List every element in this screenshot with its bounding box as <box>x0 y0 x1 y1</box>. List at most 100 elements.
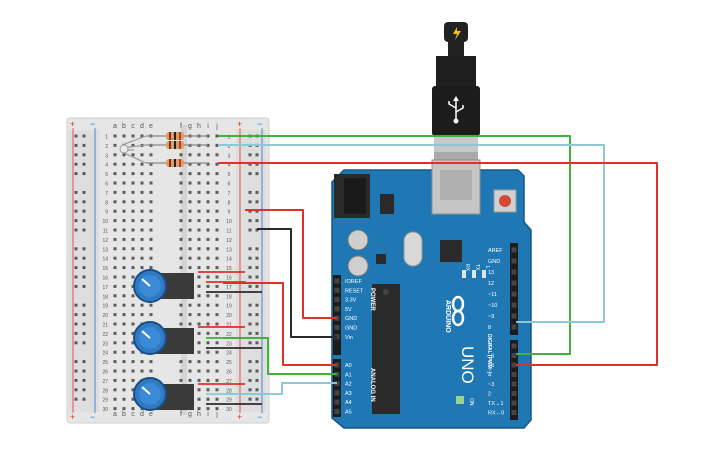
rail-hole <box>248 219 252 223</box>
header-pin[interactable] <box>511 280 517 286</box>
breadboard-hole <box>122 275 126 279</box>
breadboard-hole <box>215 209 219 213</box>
resistor-2[interactable] <box>146 141 208 149</box>
header-pin[interactable] <box>511 291 517 297</box>
wire-blue-a2[interactable] <box>223 382 337 395</box>
header-pin[interactable] <box>511 381 517 387</box>
breadboard-hole <box>197 397 201 401</box>
header-pin[interactable] <box>511 410 517 415</box>
rail-hole <box>74 190 78 194</box>
wire-red-a0[interactable] <box>223 282 337 366</box>
breadboard-hole <box>215 266 219 270</box>
breadboard-hole <box>131 153 135 157</box>
breadboard-hole <box>113 284 117 288</box>
breadboard-hole <box>149 247 153 251</box>
header-pin[interactable] <box>334 297 340 303</box>
rail-hole <box>82 247 86 251</box>
rgb-led[interactable] <box>119 135 147 164</box>
breadboard-hole <box>131 200 135 204</box>
breadboard-hole <box>215 228 219 232</box>
header-pin[interactable] <box>511 372 517 377</box>
header-pin[interactable] <box>334 306 340 312</box>
breadboard-hole <box>197 266 201 270</box>
arduino-uno-board[interactable]: RX TX L ON ARDUINO UNO POWER ANALOG IN D… <box>331 159 532 429</box>
header-pin[interactable] <box>511 269 517 275</box>
on-label: ON <box>468 398 474 406</box>
breadboard-hole <box>140 200 144 204</box>
breadboard-hole <box>197 153 201 157</box>
breadboard-hole <box>140 369 144 373</box>
row-number: 10 <box>226 219 232 225</box>
resistor-1[interactable] <box>146 132 208 140</box>
header-pin[interactable] <box>511 302 517 308</box>
row-number: 7 <box>105 191 108 197</box>
header-pin[interactable] <box>511 343 517 349</box>
header-pin[interactable] <box>334 390 340 396</box>
row-number: 11 <box>226 229 231 235</box>
breadboard-hole <box>122 360 126 364</box>
header-pin[interactable] <box>511 247 517 253</box>
resistor-3[interactable] <box>146 159 208 167</box>
breadboard-hole <box>179 200 183 204</box>
header-pin[interactable] <box>511 313 517 319</box>
header-pin[interactable] <box>511 400 517 406</box>
breadboard-hole <box>188 181 192 185</box>
row-number: 6 <box>105 182 108 188</box>
breadboard-hole <box>206 407 210 411</box>
wire-red-5v[interactable] <box>245 209 337 319</box>
breadboard-hole <box>131 407 135 411</box>
rail-hole <box>248 341 252 345</box>
breadboard-hole <box>113 134 117 138</box>
rail-hole <box>248 303 252 307</box>
pin-label: A3 <box>345 391 352 397</box>
header-pin[interactable] <box>511 353 517 358</box>
wire-green-a1[interactable] <box>223 337 337 375</box>
header-pin[interactable] <box>511 391 517 396</box>
analog-header-title: ANALOG IN <box>369 368 375 402</box>
potentiometer-3[interactable] <box>133 377 194 411</box>
wire-green-pin6[interactable] <box>218 135 571 355</box>
rail-hole <box>74 219 78 223</box>
header-pin[interactable] <box>334 409 340 414</box>
breadboard-hole <box>188 162 192 166</box>
breadboard-hole <box>113 256 117 260</box>
breadboard-hole <box>215 378 219 382</box>
breadboard-hole <box>179 247 183 251</box>
rail-hole <box>248 209 252 213</box>
pin-label: RX←0 <box>488 411 504 417</box>
rail-hole <box>82 313 86 317</box>
row-number: 8 <box>105 200 108 206</box>
potentiometer-1[interactable] <box>133 269 194 303</box>
digital-header-bottom <box>510 340 518 420</box>
breadboard-hole <box>197 360 201 364</box>
breadboard-hole <box>122 200 126 204</box>
pin-label: GND <box>488 259 500 265</box>
pin-label: ~5 <box>488 363 494 369</box>
breadboard-hole <box>122 303 126 307</box>
wire-blue-pin9[interactable] <box>218 144 605 323</box>
rail-hole <box>74 162 78 166</box>
breadboard-hole <box>206 341 210 345</box>
breadboard-hole <box>206 331 210 335</box>
breadboard-hole <box>188 219 192 223</box>
breadboard-hole <box>188 153 192 157</box>
row-number: 5 <box>228 172 231 178</box>
row-number: 28 <box>102 388 108 394</box>
breadboard-hole <box>149 209 153 213</box>
rail-hole <box>255 369 259 373</box>
header-pin[interactable] <box>334 278 340 284</box>
header-pin[interactable] <box>511 258 517 264</box>
header-pin[interactable] <box>334 399 340 405</box>
breadboard-hole <box>188 303 192 307</box>
breadboard-hole <box>113 369 117 373</box>
header-pin[interactable] <box>334 287 340 293</box>
header-pin[interactable] <box>511 362 517 368</box>
potentiometer-2[interactable] <box>133 321 194 355</box>
column-letter-g: g <box>188 123 192 130</box>
header-pin[interactable] <box>334 325 340 330</box>
power-header-title: POWER <box>369 288 375 311</box>
wire-red-pin5[interactable] <box>218 162 658 366</box>
header-pin[interactable] <box>511 324 517 330</box>
wire-black-gnd[interactable] <box>257 228 337 338</box>
